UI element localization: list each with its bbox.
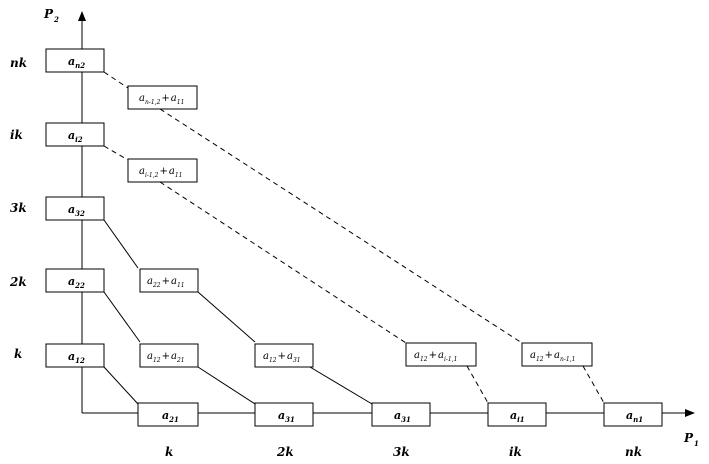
cell-a-12: a12	[45, 343, 105, 368]
cell-a-21: a21	[137, 402, 199, 427]
sum-cell-22-11-left-sub: 22	[152, 282, 161, 289]
cell-a-i1-sub: i1	[517, 415, 525, 424]
cell-a-n2-main: a	[68, 55, 75, 68]
cell-a-21-main: a	[162, 409, 169, 422]
x-axis-label-main: P	[683, 431, 694, 445]
cell-a-31-first-main: a	[278, 409, 285, 422]
sum-cell-i-plus: +	[159, 166, 167, 177]
sum-cell-22-11-plus: +	[162, 276, 170, 287]
svg-text:ai1: ai1	[510, 409, 525, 424]
sum-cell-12-i: a12+ai-1,1	[405, 342, 477, 367]
y-axis-label-sub: 2	[53, 15, 59, 24]
x-axis-label: P1	[683, 431, 699, 448]
sum-cell-12-31-plus: +	[278, 351, 286, 362]
sum-cell-22-11-right-sub: 11	[177, 282, 185, 289]
y-axis-label-main: P	[43, 7, 54, 21]
sum-cell-i: ai-1,2+a11	[127, 158, 198, 183]
cell-a-32: a32	[45, 196, 105, 221]
svg-text:a12: a12	[68, 350, 85, 365]
cell-a-31-second-main: a	[394, 409, 401, 422]
cell-a-n2-sub: n2	[75, 61, 85, 70]
dashed-connector-n-long	[159, 108, 523, 344]
cell-a-i2-sub: i2	[75, 135, 83, 144]
svg-text:a31: a31	[394, 409, 411, 424]
x-axis-label-sub: 1	[694, 439, 699, 448]
sum-cell-12-31: a12+a31	[254, 343, 314, 368]
svg-text:an1: an1	[626, 409, 643, 424]
cell-a-n1-main: a	[626, 409, 633, 422]
sum-cell-12-21-left-sub: 12	[153, 357, 161, 364]
sum-cell-n-left-sub: n-1,2	[145, 99, 161, 106]
sum-cell-12-n-left-sub: 12	[536, 356, 544, 363]
svg-text:a22: a22	[68, 275, 85, 290]
sum-cell-12-21-plus: +	[162, 351, 170, 362]
sum-cell-12-i-plus: +	[429, 350, 437, 361]
sum-cell-22-11: a22+a11	[139, 268, 199, 293]
connector-sum22-sum12	[197, 291, 256, 343]
dashed-connector-i-long	[159, 181, 407, 344]
sum-cell-12-21-right-sub: 21	[176, 357, 185, 364]
dashed-connector-n-end	[582, 365, 605, 404]
cell-a-i2: ai2	[45, 122, 105, 147]
sum-cell-i-right-sub: 11	[175, 172, 183, 179]
cell-a-22-main: a	[68, 275, 75, 288]
cell-a-12-main: a	[68, 350, 75, 363]
svg-text:a21: a21	[162, 409, 179, 424]
cell-a-n1-sub: n1	[633, 415, 643, 424]
sum-cell-12-31-left-sub: 12	[269, 357, 277, 364]
svg-text:a32: a32	[68, 203, 85, 218]
y-axis-label: P2	[43, 7, 59, 24]
sum-cell-n-right-sub: 11	[177, 99, 185, 106]
sum-cell-12-i-left-sub: 12	[420, 356, 428, 363]
cell-a-22-sub: 22	[74, 281, 85, 290]
svg-text:a31: a31	[278, 409, 295, 424]
cell-a-32-sub: 32	[75, 209, 85, 218]
sum-cell-12-n-right-sub: n-1,1	[560, 356, 575, 363]
x-tick-nk: nk	[625, 445, 642, 459]
sum-cell-12-21: a12+a21	[139, 343, 199, 368]
y-tick-ik: ik	[10, 128, 23, 142]
connector-a12-sum	[197, 366, 256, 405]
sum-cell-12-n-plus: +	[545, 350, 553, 361]
x-tick-k: k	[165, 445, 173, 459]
cell-a-i1-main: a	[510, 409, 517, 422]
cell-a-31-first-sub: 31	[285, 415, 295, 424]
connector-a32-sum	[103, 219, 139, 269]
svg-text:ai2: ai2	[68, 129, 83, 144]
svg-text:an2: an2	[68, 55, 85, 70]
y-tick-k: k	[14, 347, 22, 361]
sum-cell-12-i-right-sub: i-1,1	[444, 356, 458, 363]
connector-a22-sum	[103, 291, 141, 343]
cell-a-32-main: a	[68, 203, 75, 216]
x-tick-3k: 3k	[393, 445, 410, 459]
y-tick-3k: 3k	[10, 201, 27, 215]
sum-cell-n: an-1,2+a11	[127, 85, 198, 110]
sum-cell-i-left-sub: i-1,2	[145, 172, 159, 179]
sum-cell-12-31-right-sub: 31	[293, 357, 301, 364]
cell-a-i2-main: a	[68, 129, 75, 142]
cell-a-12-sub: 12	[75, 356, 85, 365]
cell-a-22: a22	[45, 268, 105, 293]
cell-a-n2: an2	[45, 48, 105, 73]
dashed-connector-a-n2	[103, 71, 129, 89]
sum-cell-12-n: a12+an-1,1	[521, 342, 593, 367]
dashed-connector-a-i2	[103, 145, 129, 161]
x-tick-2k: 2k	[276, 445, 294, 459]
cell-a-i1: ai1	[487, 402, 547, 427]
cell-a-21-sub: 21	[168, 415, 179, 424]
cell-a-31-first: a31	[254, 402, 314, 427]
cell-a-31-second-sub: 31	[401, 415, 411, 424]
cell-a-31-second: a31	[371, 402, 431, 427]
sum-cell-n-plus: +	[161, 93, 169, 104]
y-tick-nk: nk	[10, 56, 27, 70]
dashed-connector-i-end	[466, 365, 489, 404]
x-tick-ik: ik	[509, 445, 522, 459]
y-tick-2k: 2k	[9, 275, 27, 289]
cell-a-n1: an1	[603, 402, 663, 427]
connector-sum-a31	[309, 366, 373, 405]
connector-a12-a21	[103, 366, 139, 405]
